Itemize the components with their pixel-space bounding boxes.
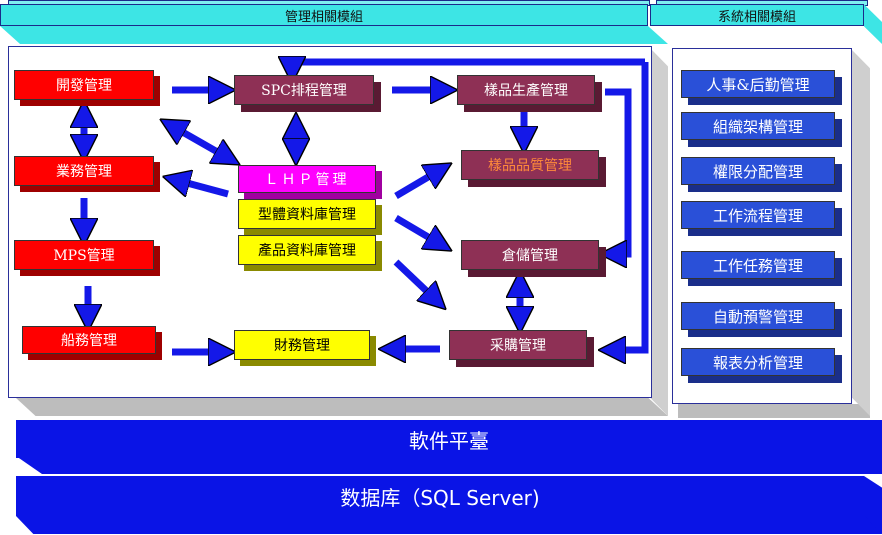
management-header: 管理相關模組 xyxy=(0,4,648,26)
module-spc: SPC排程管理 xyxy=(234,75,374,105)
module-finance: 財務管理 xyxy=(234,330,370,360)
software-platform-shadow xyxy=(16,456,882,474)
module-warehouse: 倉儲管理 xyxy=(461,240,599,270)
lhp-to-quality xyxy=(394,170,440,200)
module-business: 業務管理 xyxy=(14,156,154,186)
loop-top xyxy=(292,62,645,70)
database-shadow xyxy=(864,476,882,534)
system-module-task: 工作任務管理 xyxy=(681,251,835,279)
database-bar: 数据库（SQL Server) xyxy=(16,476,864,516)
dev-lhp xyxy=(172,126,228,158)
system-panel-shadow-bottom xyxy=(678,404,870,418)
module-dev: 開發管理 xyxy=(14,70,154,100)
module-shipping: 船務管理 xyxy=(22,326,156,354)
module-sample-quality: 樣品品質管理 xyxy=(461,150,599,180)
management-header-slant xyxy=(0,26,668,44)
software-platform-bar: 軟件平臺 xyxy=(16,420,882,458)
management-panel-shadow-bottom xyxy=(16,398,668,416)
system-module-report: 報表分析管理 xyxy=(681,348,835,376)
module-lhp: ＬＨＰ管理 xyxy=(238,165,376,193)
module-sample-prod: 樣品生產管理 xyxy=(457,75,595,105)
system-module-org: 組織架構管理 xyxy=(681,112,835,140)
system-module-alert: 自動預警管理 xyxy=(681,302,835,330)
module-product-db: 產品資料庫管理 xyxy=(238,235,376,265)
lhp-to-warehouse xyxy=(394,214,440,244)
loop-line xyxy=(612,62,649,350)
database-bottom xyxy=(16,516,882,534)
lhp-to-business xyxy=(176,180,229,198)
system-module-permission: 權限分配管理 xyxy=(681,157,835,185)
system-header: 系統相關模組 xyxy=(650,4,864,26)
sample-to-warehouse xyxy=(605,88,632,254)
db-to-purchase xyxy=(393,259,436,300)
module-purchase: 采購管理 xyxy=(449,330,587,360)
management-panel-shadow-side xyxy=(650,48,668,416)
system-panel-shadow-side xyxy=(852,50,870,416)
system-module-workflow: 工作流程管理 xyxy=(681,201,835,229)
module-mold-db: 型體資料庫管理 xyxy=(238,199,376,229)
system-module-hr: 人事&后勤管理 xyxy=(681,70,835,98)
module-mps: MPS管理 xyxy=(14,240,154,270)
